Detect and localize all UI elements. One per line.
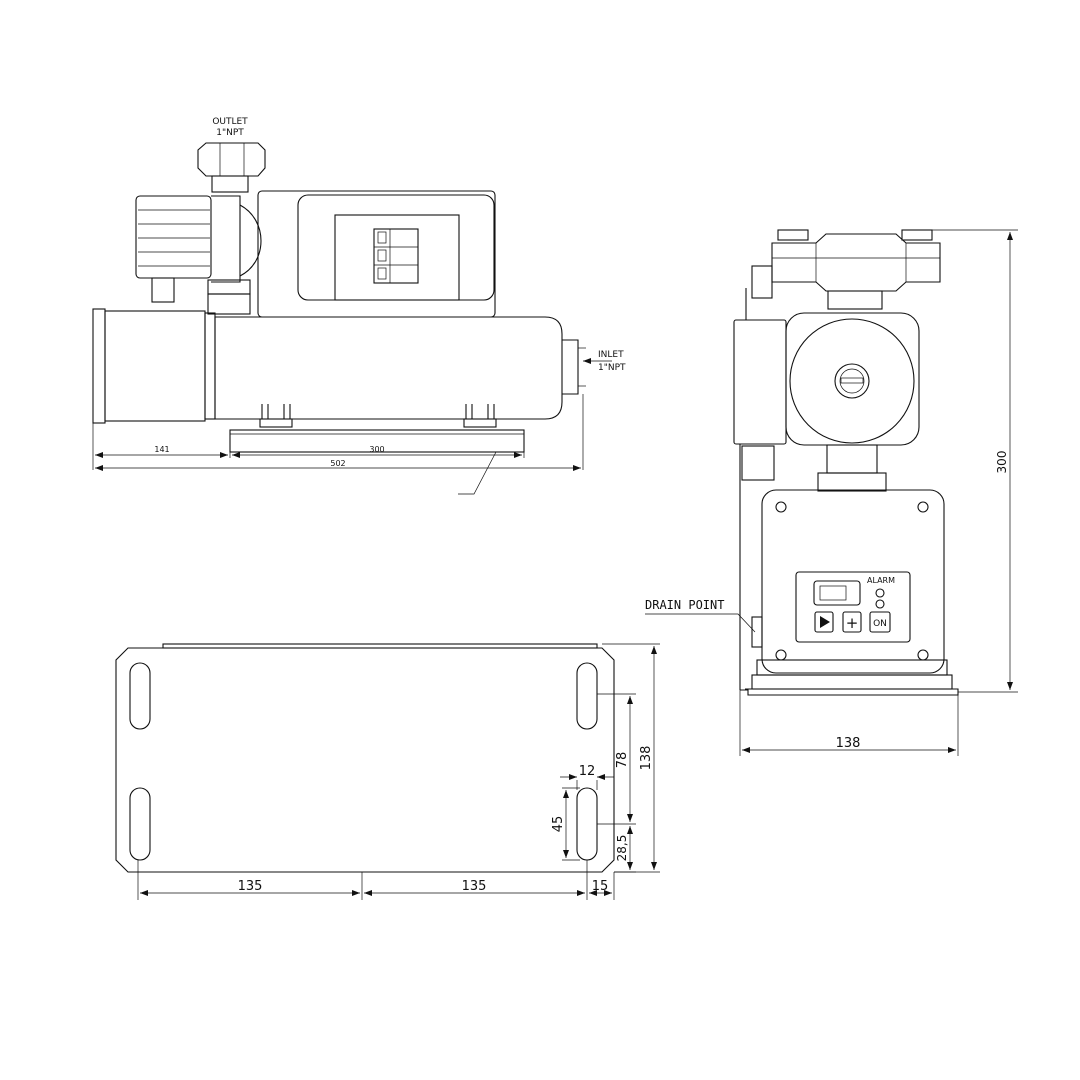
dim-300: 300 [369,445,384,454]
motor-body [214,316,586,420]
dim-78: 78 [615,752,630,769]
side-dimensions: 141 300 502 [92,394,584,471]
mount-slot [129,787,151,861]
base-plate [115,647,615,873]
front-dimensions: 300 138 [739,229,1018,756]
plate-bottom-dimensions: 135 135 15 [137,860,615,900]
pump-head [135,195,262,315]
play-icon [820,616,830,628]
dim-45: 45 [551,816,566,833]
alarm-led-icon [875,588,885,598]
plate-height-dimension: 138 [602,643,660,873]
dim-12: 12 [579,764,596,779]
status-led-icon [875,599,885,609]
dim-front-width: 138 [836,736,861,751]
alarm-label: ALARM [867,576,895,585]
dim-135-left: 135 [238,879,263,894]
dim-28-5: 28,5 [615,835,629,862]
base-plate-view: 135 135 15 12 45 78 28,5 [115,643,660,900]
display-screen [813,580,861,606]
dim-141: 141 [154,445,169,454]
drain-callout: DRAIN POINT [645,598,756,633]
control-panel [795,571,911,643]
control-unit: ALARM + ON [761,489,945,674]
control-box-side [257,190,496,318]
front-view: ALARM + ON DRAIN POINT [645,229,1018,756]
outlet-fitting [197,142,266,193]
drain-label: DRAIN POINT [645,598,724,612]
play-button[interactable] [814,611,834,633]
plus-label: + [846,614,859,632]
dim-502: 502 [330,459,345,468]
top-fitting [745,229,941,320]
inlet-label: INLET [598,350,624,360]
mount-slot [576,662,598,730]
on-button[interactable] [869,611,891,633]
front-base [740,616,959,696]
outlet-label: OUTLET [212,117,248,127]
dim-15: 15 [592,879,609,894]
mount-slot [129,662,151,730]
slot-dimensions: 12 45 78 28,5 [551,693,636,873]
side-view: OUTLET 1"NPT [92,117,626,495]
dim-front-height: 300 [995,451,1009,474]
dim-138-plate: 138 [639,746,654,771]
motor-end-cap [92,308,216,424]
inlet-size: 1"NPT [598,363,626,373]
pump-housing [733,312,920,690]
plus-button[interactable] [842,611,862,633]
base-leader [458,451,497,495]
dim-135-right: 135 [462,879,487,894]
on-label: ON [873,619,887,629]
mount-slot [576,787,598,861]
inlet-callout: INLET 1"NPT [583,350,626,373]
outlet-size: 1"NPT [216,128,244,138]
